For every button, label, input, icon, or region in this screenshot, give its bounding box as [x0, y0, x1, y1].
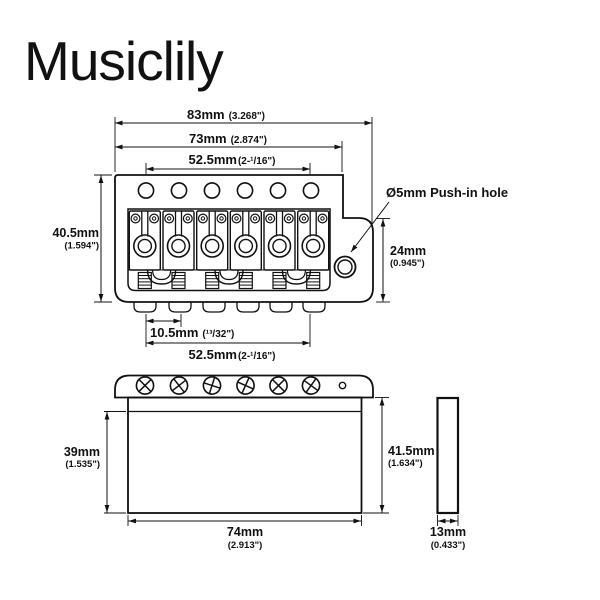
- screw-head-icon: [298, 372, 324, 399]
- mount-screw-hole: [269, 182, 287, 199]
- dim-block-thickness-inch: (0.433"): [431, 540, 466, 551]
- string-tab: [133, 301, 157, 313]
- block-width-dimension: 74mm (2.913"): [127, 515, 362, 551]
- dim-arm-tab-depth-mm: 24mm: [390, 244, 426, 258]
- mount-screw-hole: [302, 182, 320, 199]
- push-in-hole-label: Ø5mm Push-in hole: [386, 185, 508, 200]
- dim-overall-width-label: 83mm(3.268"): [187, 107, 265, 122]
- mount-screw-hole: [236, 182, 254, 199]
- top-dimensions: 83mm(3.268") 73mm(2.874") 52.5mm(2-¹/16"…: [114, 107, 373, 226]
- saddles: [128, 210, 330, 290]
- string-tab: [269, 301, 293, 313]
- dim-mount-screw-spacing-label: 52.5mm(2-¹/16"): [189, 152, 276, 167]
- push-in-hole-callout: Ø5mm Push-in hole: [350, 185, 508, 253]
- dim-block-width-inch: (2.913"): [228, 540, 263, 551]
- mount-screw-hole: [170, 182, 188, 199]
- tremolo-arm-hole: [333, 255, 357, 279]
- saddle: [128, 210, 162, 290]
- overall-height-dimension: 41.5mm (1.634"): [363, 397, 435, 514]
- saddle: [296, 210, 330, 290]
- string-tab: [236, 301, 260, 313]
- block-side-view: [436, 396, 460, 515]
- saddle: [263, 210, 296, 290]
- dim-plate-depth-mm: 40.5mm: [52, 226, 99, 240]
- dim-plate-depth-inch: (1.594"): [64, 241, 99, 252]
- dim-plate-width-label: 73mm(2.874"): [189, 131, 267, 146]
- screw-head-icon: [200, 373, 224, 398]
- screw-head-icon: [265, 372, 292, 399]
- saddle: [195, 210, 229, 290]
- saddle-tray: [127, 208, 331, 292]
- bridge-top-view: [114, 174, 374, 313]
- dim-block-width-mm: 74mm: [227, 525, 263, 539]
- arm-hole-front: [338, 381, 347, 390]
- saddle: [229, 210, 263, 290]
- string-tab: [302, 301, 326, 313]
- bridge-plate-outline: [114, 174, 374, 303]
- dim-arm-tab-depth-inch: (0.945"): [390, 258, 425, 269]
- brand-logo: Musiclily: [24, 30, 224, 92]
- tremolo-block: [127, 396, 363, 514]
- string-tab: [202, 301, 226, 313]
- screw-head-icon: [233, 373, 258, 398]
- arm-tab-depth-dimension: 24mm (0.945"): [376, 218, 426, 303]
- bridge-front-view: [114, 372, 374, 514]
- screw-head-icon: [166, 372, 192, 399]
- dim-block-thickness-mm: 13mm: [430, 525, 466, 539]
- string-tab: [168, 301, 192, 313]
- string-spacing-dimensions: 10.5mm(¹³/32") 52.5mm(2-¹/16"): [145, 314, 311, 362]
- saddle: [162, 210, 195, 290]
- dim-overall-height-mm: 41.5mm: [388, 444, 435, 458]
- mount-screw-hole: [137, 182, 155, 199]
- front-screw-heads: [132, 372, 324, 399]
- plate-depth-dimension: 40.5mm (1.594"): [52, 174, 112, 303]
- mount-screw-holes: [137, 182, 320, 199]
- screw-head-icon: [132, 372, 158, 399]
- string-tabs: [133, 301, 326, 313]
- front-plate-outline: [114, 374, 374, 399]
- dim-overall-height-inch: (1.634"): [388, 458, 423, 469]
- block-height-dimension: 39mm (1.535"): [64, 411, 126, 514]
- dim-block-height-inch: (1.535"): [65, 459, 100, 470]
- block-side-outline: [436, 396, 460, 515]
- dim-e-to-e-label: 52.5mm(2-¹/16"): [189, 347, 276, 362]
- dim-block-height-mm: 39mm: [64, 445, 100, 459]
- block-thickness-dimension: 13mm (0.433"): [430, 515, 466, 551]
- mount-screw-hole: [203, 182, 221, 199]
- push-in-hole-leader: [350, 201, 390, 253]
- dim-string-spacing-label: 10.5mm(¹³/32"): [150, 325, 234, 340]
